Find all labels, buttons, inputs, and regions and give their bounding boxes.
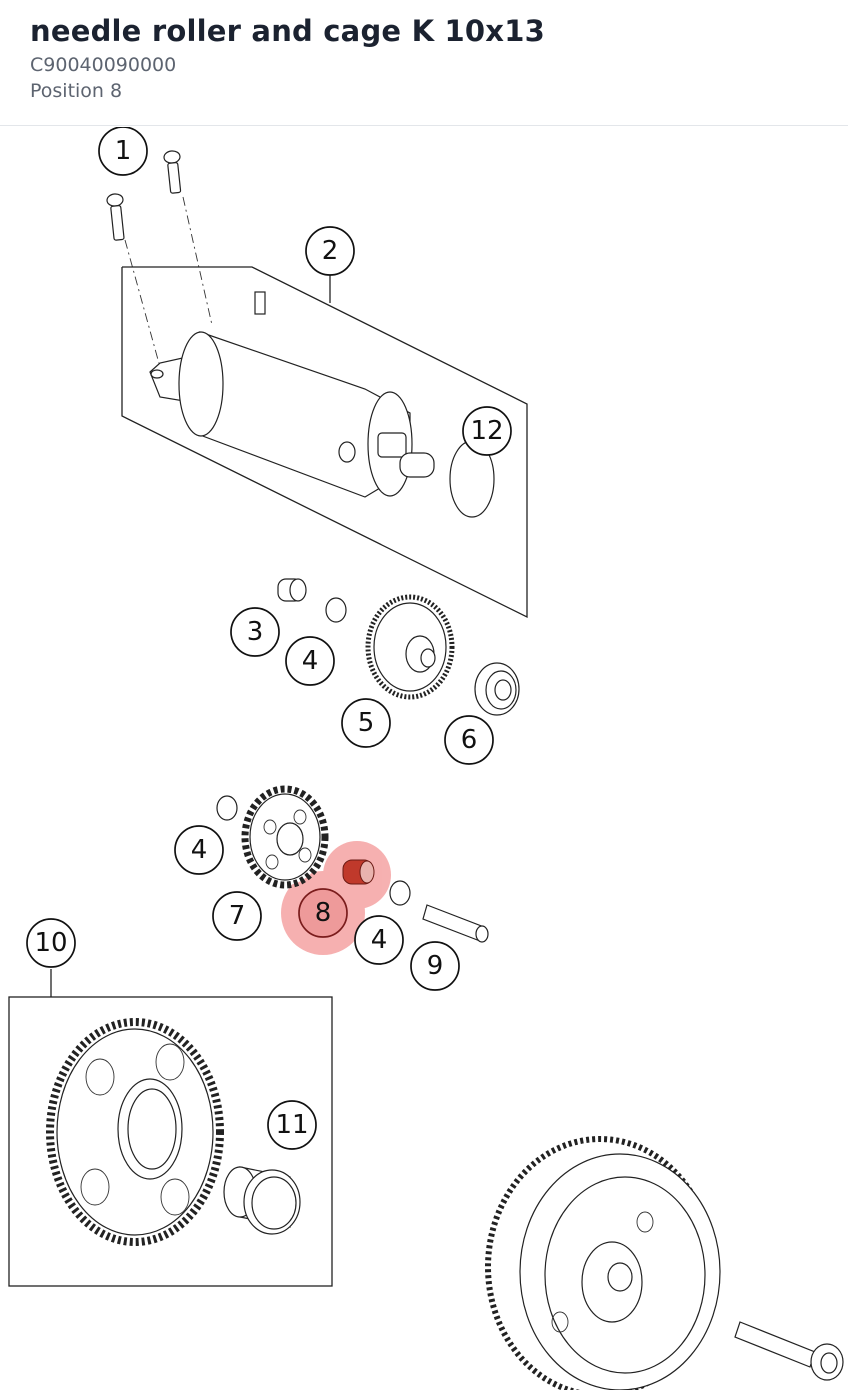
bushing-part <box>277 578 307 602</box>
page-title: needle roller and cage K 10x13 <box>30 14 545 48</box>
bearing-part <box>474 662 520 716</box>
callout-label: 6 <box>461 725 478 755</box>
callout-label: 4 <box>191 835 208 865</box>
callout-label: 3 <box>247 617 264 647</box>
callout-label: 2 <box>322 236 339 266</box>
gear-part <box>241 785 329 889</box>
callout-pos-11[interactable]: 11 <box>267 1100 317 1150</box>
freewheel-gear-group <box>8 969 333 1287</box>
rotor-part <box>485 1136 721 1390</box>
callout-label: 4 <box>371 925 388 955</box>
callout-label: 8 <box>315 898 332 928</box>
exploded-parts-diagram[interactable]: 1 2 12 3 4 5 6 4 7 8 4 9 <box>0 127 848 1390</box>
callout-label: 1 <box>115 136 132 166</box>
callout-pos-4c[interactable]: 4 <box>354 915 404 965</box>
rotor-bolt-part <box>734 1321 844 1381</box>
callout-label: 9 <box>427 951 444 981</box>
callout-pos-1[interactable]: 1 <box>98 127 148 176</box>
callout-pos-4a[interactable]: 4 <box>285 636 335 686</box>
starter-motor-group <box>121 266 528 619</box>
washer-part-b <box>216 795 238 821</box>
part-number: C90040090000 <box>30 54 177 76</box>
callout-pos-6[interactable]: 6 <box>444 715 494 765</box>
callout-pos-4b[interactable]: 4 <box>174 825 224 875</box>
position-label: Position 8 <box>30 80 123 102</box>
shaft-part <box>422 904 489 943</box>
callout-pos-9[interactable]: 9 <box>410 941 460 991</box>
callout-label: 4 <box>302 646 319 676</box>
bolt-parts <box>106 150 213 368</box>
callout-pos-5[interactable]: 5 <box>341 698 391 748</box>
needle-roller-part <box>342 859 375 885</box>
intermediate-gear-part <box>365 594 455 700</box>
callout-pos-3[interactable]: 3 <box>230 607 280 657</box>
callout-pos-10[interactable]: 10 <box>26 918 76 968</box>
callout-label: 7 <box>229 901 246 931</box>
callout-pos-8[interactable]: 8 <box>298 888 348 938</box>
callout-label: 11 <box>275 1110 308 1140</box>
callout-label: 5 <box>358 708 375 738</box>
callout-pos-7[interactable]: 7 <box>212 891 262 941</box>
callout-pos-2[interactable]: 2 <box>305 226 355 276</box>
callout-label: 10 <box>34 928 67 958</box>
washer-part-c <box>389 880 411 906</box>
washer-part-a <box>325 597 347 623</box>
callout-pos-12[interactable]: 12 <box>462 406 512 456</box>
callout-label: 12 <box>470 416 503 446</box>
sleeve-part <box>223 1166 301 1235</box>
header: needle roller and cage K 10x13 C90040090… <box>0 0 848 126</box>
